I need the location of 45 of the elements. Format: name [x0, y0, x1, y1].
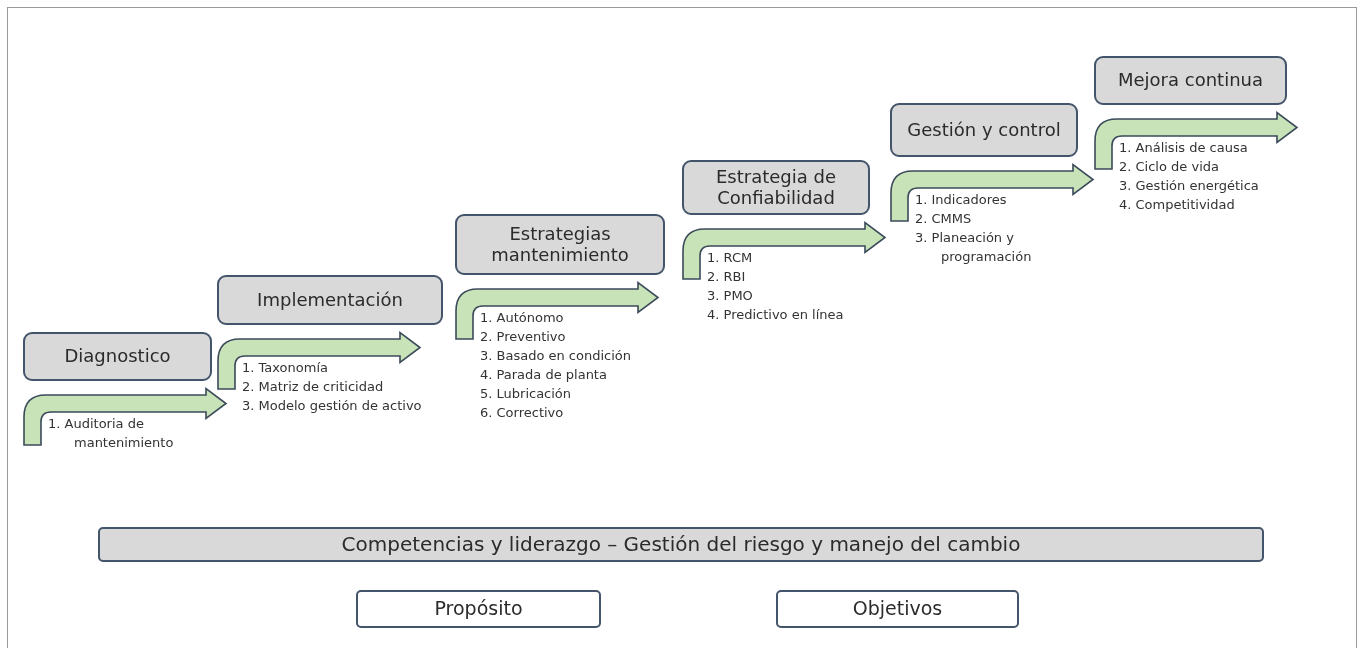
stage-title: Estrategias mantenimiento: [490, 223, 630, 266]
banner-box: [98, 527, 1264, 562]
list-item: 2. Matriz de criticidad: [242, 378, 385, 396]
stage-title: Gestión y control: [907, 119, 1061, 141]
list-item: 1. Indicadores: [915, 191, 1008, 209]
list-item: 3. Planeación y programación: [915, 229, 1033, 266]
list-item: 2. RBI: [707, 268, 747, 286]
stage-title: Competencias y liderazgo – Gestión del riesgo y manejo del cambio: [341, 533, 1021, 556]
bent-arrow: [217, 331, 421, 390]
list-item: 4. Parada de planta: [480, 366, 608, 384]
list-item: 3. Gestión energética: [1119, 177, 1260, 195]
list-item: 3. PMO: [707, 287, 754, 305]
list-item: 1. Taxonomía: [242, 359, 329, 377]
bent-arrow: [23, 387, 227, 446]
stage-box: [23, 332, 212, 381]
list-item: 3. Basado en condición: [480, 347, 633, 365]
banner-box: [776, 590, 1019, 628]
stage-box: [890, 103, 1078, 157]
bent-arrow: [682, 221, 886, 280]
list-item: 4. Predictivo en línea: [707, 306, 845, 324]
list-item: 6. Correctivo: [480, 404, 565, 422]
stage-title: Estrategia de Confiabilidad: [714, 166, 838, 209]
stage-title: Objetivos: [852, 598, 943, 620]
list-item: 2. Ciclo de vida: [1119, 158, 1220, 176]
bent-arrow: [455, 281, 659, 340]
list-item: 5. Lubricación: [480, 385, 573, 403]
stage-box: [682, 160, 870, 215]
list-item: 1. RCM: [707, 249, 754, 267]
stage-title: Diagnostico: [64, 346, 171, 367]
stage-box: [455, 214, 665, 275]
bent-arrow: [890, 163, 1094, 222]
list-item: 1. Autónomo: [480, 309, 565, 327]
banner-box: [356, 590, 601, 628]
stage-box: [1094, 56, 1287, 105]
list-item: 1. Auditoria de mantenimiento: [48, 415, 175, 452]
stage-title: Implementación: [257, 289, 403, 311]
list-item: 1. Análisis de causa: [1119, 139, 1249, 157]
list-item: 4. Competitividad: [1119, 196, 1236, 214]
stage-box: [217, 275, 443, 325]
list-item: 3. Modelo gestión de activo: [242, 397, 423, 415]
stage-title: Mejora continua: [1118, 70, 1263, 91]
bent-arrow: [1094, 111, 1298, 170]
list-item: 2. CMMS: [915, 210, 973, 228]
list-item: 2. Preventivo: [480, 328, 567, 346]
stage-title: Propósito: [434, 598, 523, 620]
